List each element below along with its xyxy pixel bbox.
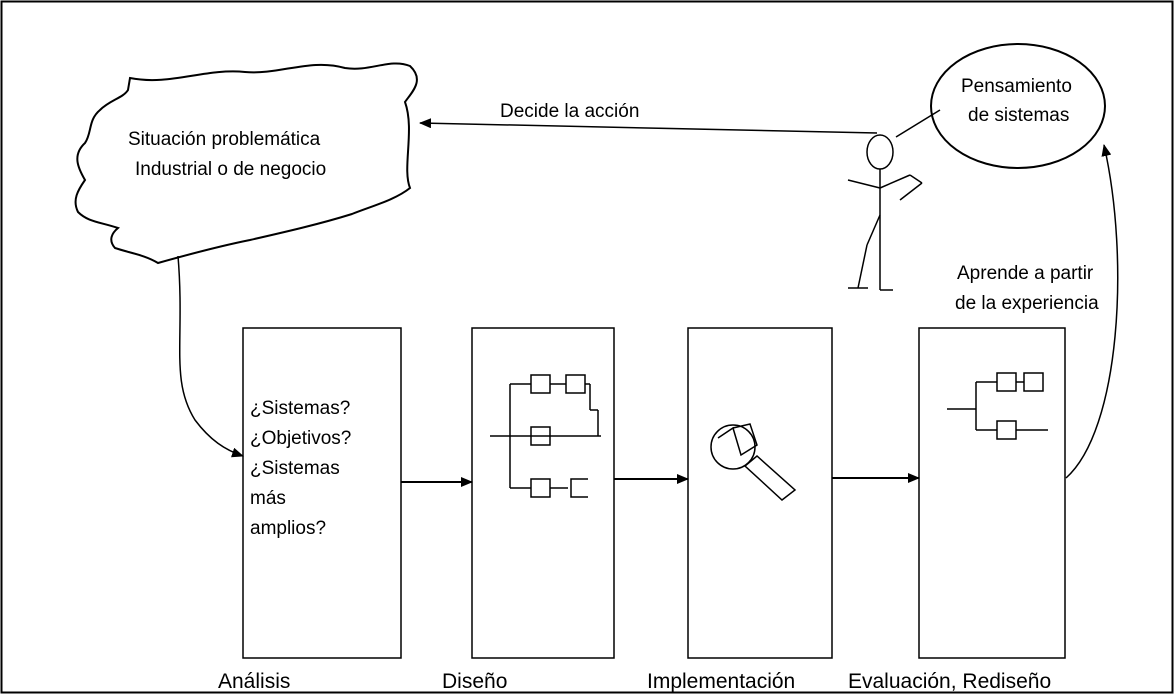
decide-action-arrow <box>419 118 878 134</box>
wrench-icon <box>710 423 797 501</box>
implementation-box <box>687 327 833 659</box>
situation-to-analysis-arrow <box>177 255 244 458</box>
problem-situation-cloud <box>74 62 418 265</box>
learn-label-line1: Aprende a partir <box>957 263 1094 284</box>
design-circuit-icon <box>490 374 601 498</box>
design-box <box>471 327 615 659</box>
thought-text-line1: Pensamiento <box>961 76 1072 97</box>
analysis-question-2: ¿Objetivos? <box>250 428 351 449</box>
stage-label-analysis: Análisis <box>218 670 290 693</box>
stage-label-evaluation: Evaluación, Rediseño <box>848 670 1051 693</box>
evaluation-box <box>918 327 1066 659</box>
analysis-box <box>242 327 402 659</box>
analysis-question-3a: ¿Sistemas <box>250 458 340 479</box>
thought-text-line2: de sistemas <box>968 105 1069 126</box>
decide-action-label: Decide la acción <box>500 101 639 122</box>
thought-connector <box>895 109 941 138</box>
learn-experience-arrow <box>1065 144 1119 479</box>
analysis-question-3c: amplios? <box>250 518 326 539</box>
analysis-question-1: ¿Sistemas? <box>250 398 350 419</box>
stage-label-implementation: Implementación <box>647 670 795 693</box>
analysis-question-3b: más <box>250 488 286 509</box>
stage-label-design: Diseño <box>442 670 507 693</box>
cloud-text-line1: Situación problemática <box>128 129 321 150</box>
evaluation-circuit-icon <box>947 372 1048 440</box>
stick-figure-icon <box>847 134 923 291</box>
learn-label-line2: de la experiencia <box>955 293 1099 314</box>
thought-bubble <box>930 43 1106 169</box>
cloud-text-line2: Industrial o de negocio <box>135 159 326 180</box>
